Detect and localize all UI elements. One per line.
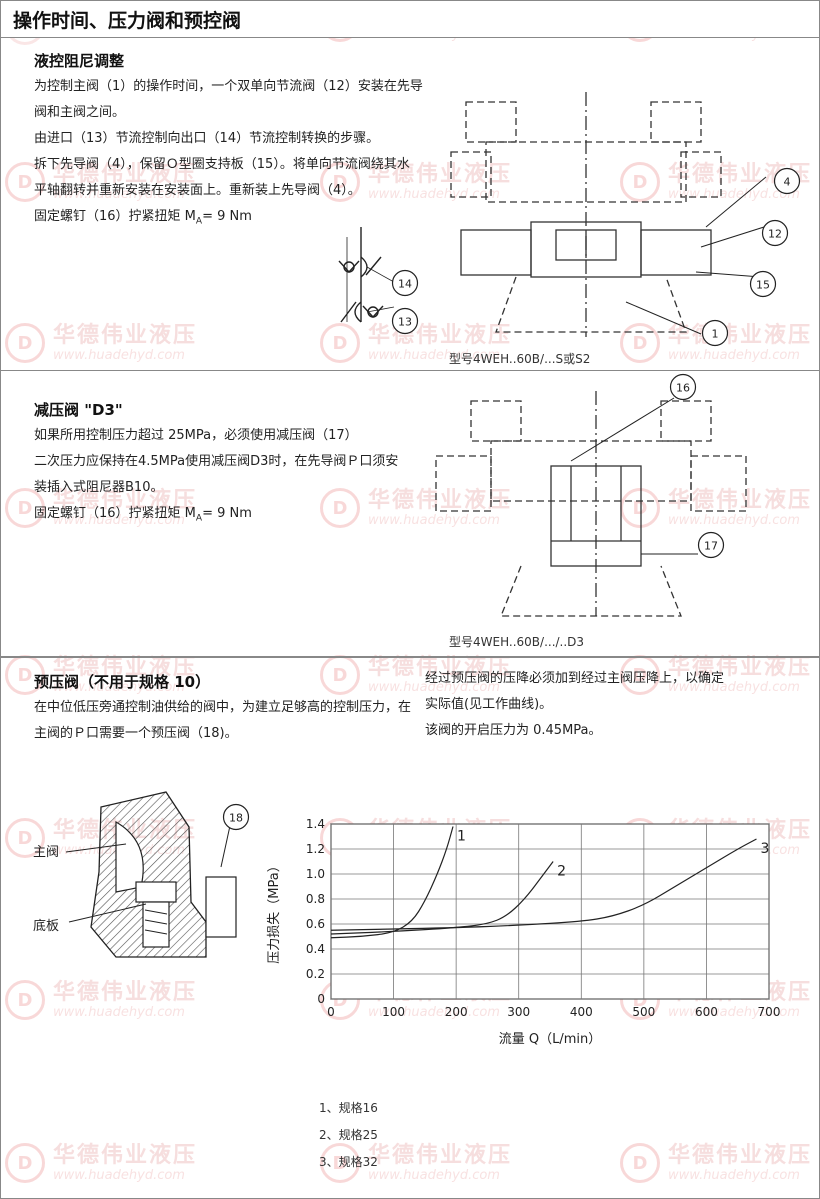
y-tick-label: 0.4: [306, 942, 325, 956]
series-line-2: [330, 861, 554, 935]
section-title: 减压阀 "D3": [34, 401, 123, 419]
pressure-loss-chart: 0 100 200 300 400 500 600 700 0 0.2 0.4 0.6 0.8 1.0 1.…: [267, 817, 781, 1047]
y-tick-label: 1.2: [306, 842, 325, 856]
svg-text:16: 16: [676, 382, 690, 395]
torque-line: 固定螺钉（16）拧紧扭矩 MA= 9 Nm: [34, 209, 252, 227]
label-main-valve: 主阀: [33, 845, 60, 860]
series-line-3: [330, 838, 757, 931]
paragraph-line: 拆下先导阀（4），保留Ｏ型圈支持板（15）。将单向节流阀绕其水: [34, 157, 410, 172]
x-tick-label: 0: [327, 1005, 335, 1019]
preload-valve-section: [65, 791, 237, 958]
paragraph-line: 如果所用控制压力超过 25MPa，必须使用减压阀（17）: [34, 428, 358, 443]
paragraph-line: 二次压力应保持在4.5MPa使用减压阀D3时，在先导阀Ｐ口须安: [34, 454, 399, 469]
section-title: 预压阀（不用于规格 10）: [34, 673, 211, 691]
paragraph-line: 实际值(见工作曲线)。: [425, 697, 553, 712]
paragraph-line: 阀和主阀之间。: [34, 105, 126, 120]
y-tick-label: 0.6: [306, 917, 325, 931]
paragraph-line: 为控制主阀（1）的操作时间，一个双单向节流阀（12）安装在先导: [34, 79, 423, 94]
paragraph-line: 装插入式阻尼器B10。: [34, 480, 164, 495]
throttle-check-symbol: [338, 227, 395, 323]
svg-text:14: 14: [398, 278, 412, 291]
figure-caption: 型号4WEH..60B/.../..D3: [449, 635, 585, 649]
paragraph-line: 平轴翻转并重新安装在安装面上。重新装上先导阀（4）。: [34, 183, 361, 198]
paragraph-line: 由进口（13）节流控制向出口（14）节流控制转换的步骤。: [34, 131, 380, 146]
paragraph-line: 该阀的开启压力为 0.45MPa。: [425, 723, 602, 738]
paragraph-line: 经过预压阀的压降必须加到经过主阀压降上，以确定: [425, 671, 725, 686]
series-label-3: 3: [760, 841, 769, 857]
svg-text:18: 18: [229, 812, 243, 825]
callout-17: 17: [697, 531, 725, 559]
section-pressure-reducer: 减压阀 "D3" 如果所用控制压力超过 25MPa，必须使用减压阀（17） 二次…: [0, 370, 820, 658]
svg-text:13: 13: [398, 316, 412, 329]
paragraph-line: 在中位低压旁通控制油供给的阀中，为建立足够高的控制压力，在: [34, 700, 412, 715]
y-axis-label: 压力损失（MPa）: [267, 859, 282, 963]
callout-12: 12: [761, 219, 789, 247]
page-title: 操作时间、压力阀和预控阀: [13, 10, 242, 32]
svg-text:15: 15: [756, 279, 770, 292]
svg-text:1: 1: [712, 328, 719, 341]
section-damping: 液控阻尼调整 为控制主阀（1）的操作时间，一个双单向节流阀（12）安装在先导 阀…: [0, 37, 820, 371]
x-tick-label: 300: [507, 1005, 530, 1019]
figure-caption: 型号4WEH..60B/...S或S2: [449, 352, 591, 366]
callout-15: 15: [749, 270, 777, 298]
valve-drawing: [435, 391, 747, 617]
x-tick-label: 400: [570, 1005, 593, 1019]
x-tick-label: 100: [382, 1005, 405, 1019]
paragraph-line: 主阀的Ｐ口需要一个预压阀（18)。: [34, 726, 238, 741]
y-tick-label: 0.8: [306, 892, 325, 906]
series-line-1: [330, 826, 454, 939]
section-preload-valve: 预压阀（不用于规格 10） 在中位低压旁通控制油供给的阀中，为建立足够高的控制压…: [0, 656, 820, 1199]
x-tick-label: 200: [445, 1005, 468, 1019]
x-tick-label: 700: [758, 1005, 781, 1019]
plot-frame: [330, 823, 770, 1000]
torque-line: 固定螺钉（16）拧紧扭矩 MA= 9 Nm: [34, 506, 252, 524]
callout-13: 13: [391, 307, 419, 335]
y-tick-label: 1.4: [306, 817, 325, 831]
callout-4: 4: [773, 167, 801, 195]
callout-1: 1: [701, 319, 729, 347]
legend-item: 1、规格16: [319, 1101, 378, 1115]
callout-18: 18: [222, 803, 250, 831]
section-title: 液控阻尼调整: [34, 52, 125, 70]
label-base-plate: 底板: [33, 919, 60, 934]
callout-14: 14: [391, 269, 419, 297]
legend-item: 3、规格32: [319, 1155, 378, 1169]
y-tick-label: 0.2: [306, 967, 325, 981]
y-tick-label: 0: [317, 992, 325, 1006]
svg-text:12: 12: [768, 228, 782, 241]
x-axis-label: 流量 Q（L/min）: [499, 1032, 602, 1047]
y-tick-label: 1.0: [306, 867, 325, 881]
page-header: 操作时间、压力阀和预控阀: [0, 0, 820, 38]
x-tick-label: 500: [632, 1005, 655, 1019]
svg-text:4: 4: [784, 176, 791, 189]
callout-16: 16: [669, 373, 697, 401]
legend-item: 2、规格25: [319, 1128, 378, 1142]
svg-text:17: 17: [704, 540, 718, 553]
x-tick-label: 600: [695, 1005, 718, 1019]
series-label-2: 2: [557, 864, 566, 880]
series-label-1: 1: [457, 829, 466, 845]
valve-drawing: [450, 92, 767, 337]
